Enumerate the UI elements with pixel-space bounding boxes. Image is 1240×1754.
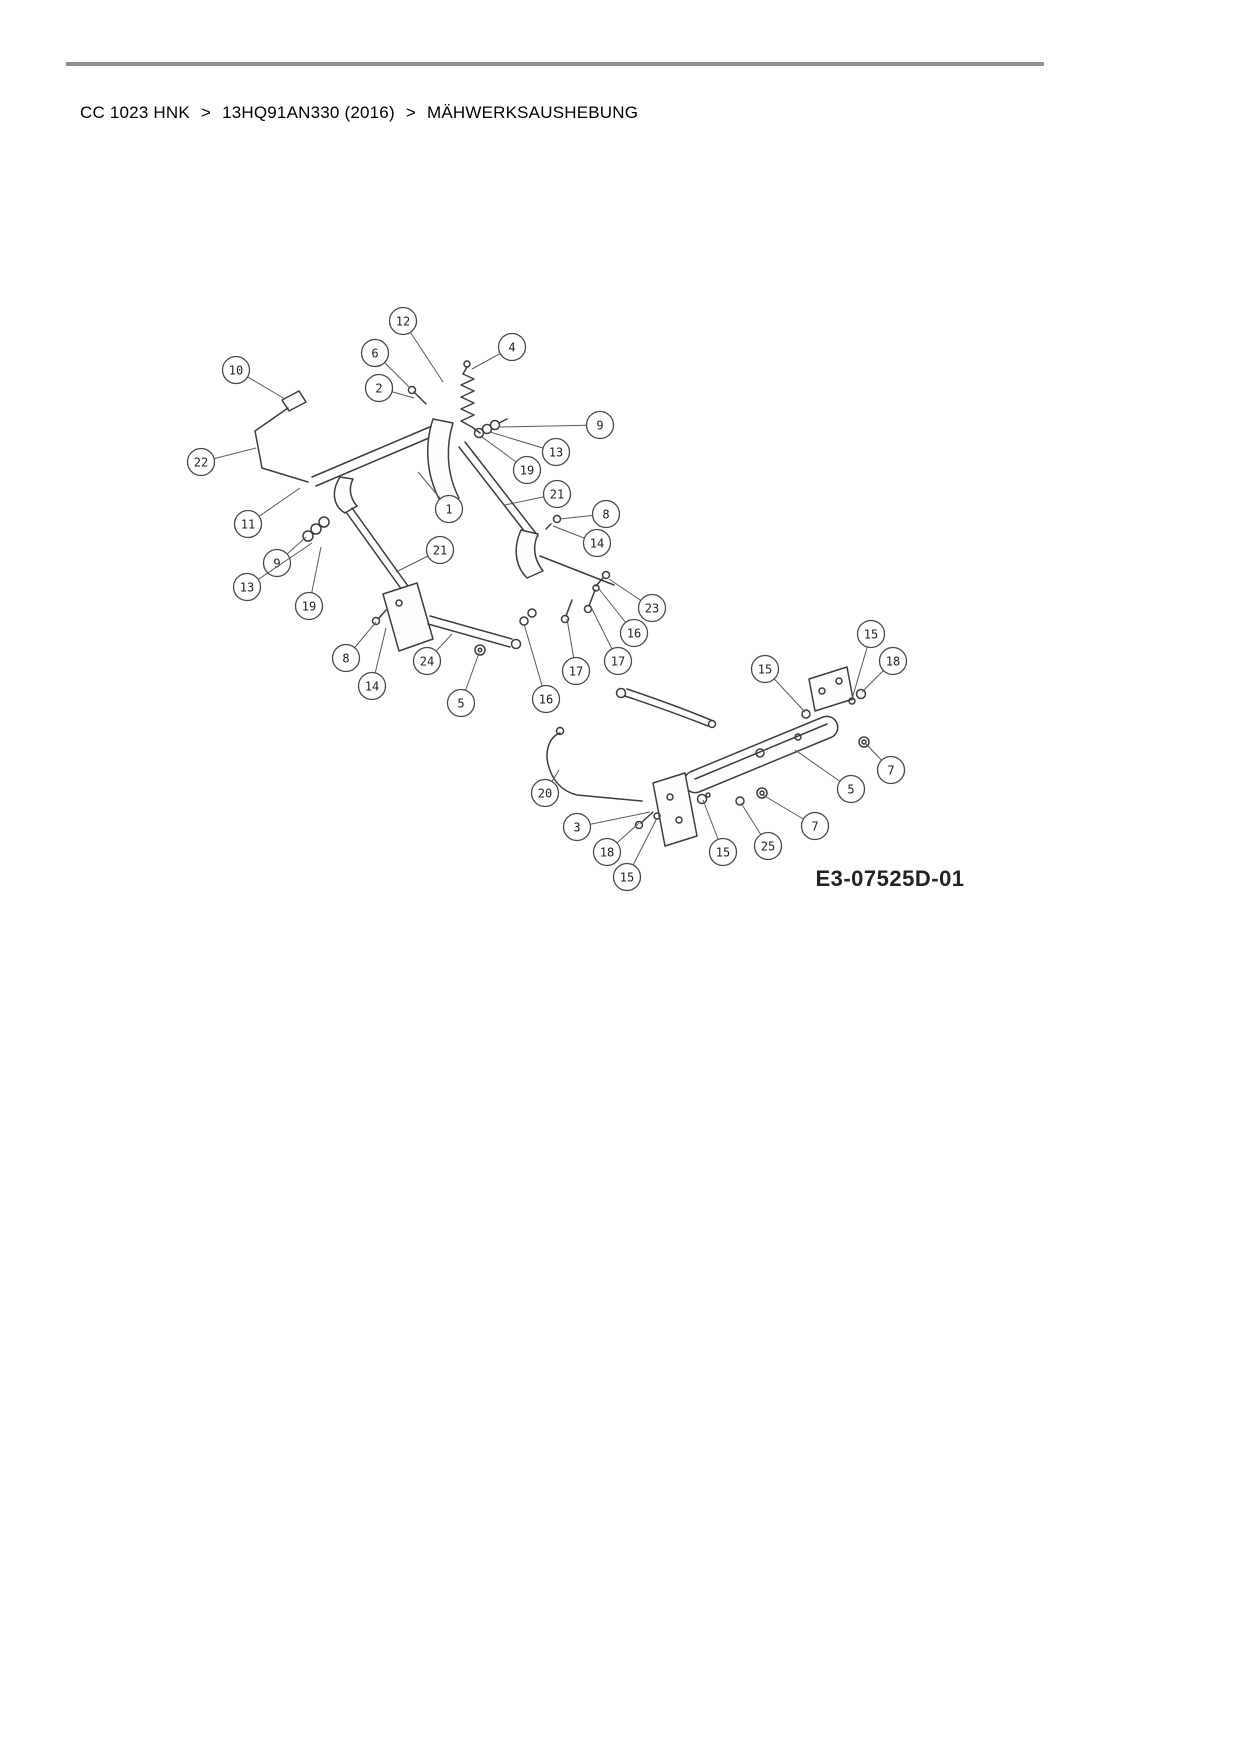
balloon-5: 5 (446, 652, 480, 718)
svg-text:20: 20 (538, 787, 552, 801)
balloon-17: 17 (561, 618, 591, 686)
balloon-7: 7 (865, 743, 906, 785)
breadcrumb-item-section[interactable]: MÄHWERKSAUSHEBUNG (426, 103, 639, 122)
balloon-8: 8 (331, 621, 377, 673)
breadcrumb: CC 1023 HNK >13HQ91AN330 (2016) > MÄHWERKSA… (80, 103, 638, 123)
svg-text:8: 8 (342, 652, 349, 666)
svg-text:8: 8 (602, 508, 609, 522)
svg-text:15: 15 (864, 628, 878, 642)
balloon-21: 21 (504, 479, 572, 509)
svg-text:10: 10 (229, 364, 243, 378)
svg-text:13: 13 (549, 446, 563, 460)
svg-text:17: 17 (569, 665, 583, 679)
balloon-7: 7 (762, 794, 830, 841)
balloon-4: 4 (471, 332, 527, 370)
svg-text:11: 11 (241, 518, 255, 532)
balloon-8: 8 (559, 499, 621, 529)
balloon-9: 9 (498, 410, 615, 440)
balloon-16: 16 (598, 588, 649, 648)
balloon-5: 5 (794, 749, 866, 804)
svg-text:7: 7 (811, 820, 818, 834)
svg-text:15: 15 (758, 663, 772, 677)
svg-text:4: 4 (508, 341, 515, 355)
balloon-2: 2 (364, 373, 415, 403)
svg-text:18: 18 (600, 846, 614, 860)
svg-text:14: 14 (590, 537, 604, 551)
svg-text:25: 25 (761, 840, 775, 854)
balloon-15: 15 (612, 817, 658, 892)
balloon-1: 1 (417, 471, 464, 524)
balloon-15: 15 (702, 799, 738, 867)
balloon-11: 11 (233, 487, 301, 539)
svg-text:18: 18 (886, 655, 900, 669)
breadcrumb-separator: > (405, 103, 416, 122)
balloon-14: 14 (357, 627, 387, 701)
diagram-artwork (254, 360, 870, 847)
svg-text:12: 12 (396, 315, 410, 329)
svg-text:15: 15 (620, 871, 634, 885)
balloon-10: 10 (221, 355, 286, 400)
diagram-code: E3-07525D-01 (815, 866, 964, 891)
balloon-13: 13 (489, 431, 571, 467)
balloon-16: 16 (523, 623, 561, 714)
balloon-18: 18 (592, 822, 640, 867)
balloon-22: 22 (186, 447, 257, 477)
svg-text:9: 9 (596, 419, 603, 433)
svg-text:17: 17 (611, 655, 625, 669)
svg-text:23: 23 (645, 602, 659, 616)
balloon-12: 12 (388, 306, 444, 383)
svg-text:5: 5 (847, 783, 854, 797)
top-divider (66, 62, 1044, 66)
balloon-17: 17 (590, 606, 633, 676)
balloon-19: 19 (294, 546, 324, 621)
balloon-20: 20 (530, 769, 560, 808)
svg-text:5: 5 (457, 697, 464, 711)
balloon-21: 21 (395, 535, 455, 573)
svg-text:21: 21 (550, 488, 564, 502)
breadcrumb-separator: > (200, 103, 212, 122)
svg-text:7: 7 (887, 764, 894, 778)
balloon-23: 23 (608, 578, 667, 623)
svg-text:21: 21 (433, 544, 447, 558)
balloon-13: 13 (232, 542, 313, 602)
balloon-15: 15 (750, 654, 806, 713)
svg-text:15: 15 (716, 846, 730, 860)
svg-text:2: 2 (375, 382, 382, 396)
balloon-19: 19 (481, 436, 542, 485)
svg-text:19: 19 (520, 464, 534, 478)
balloon-3: 3 (562, 811, 651, 842)
balloon-24: 24 (412, 633, 453, 676)
breadcrumb-item-variant[interactable]: 13HQ91AN330 (2016) (222, 103, 395, 122)
balloon-9: 9 (262, 536, 307, 578)
svg-text:24: 24 (420, 655, 434, 669)
balloon-15: 15 (851, 619, 886, 700)
svg-text:22: 22 (194, 456, 208, 470)
balloon-25: 25 (740, 802, 783, 861)
balloon-14: 14 (552, 525, 612, 558)
svg-text:16: 16 (627, 627, 641, 641)
svg-text:9: 9 (273, 557, 280, 571)
breadcrumb-item-model[interactable]: CC 1023 HNK (80, 103, 190, 122)
svg-text:6: 6 (371, 347, 378, 361)
svg-text:19: 19 (302, 600, 316, 614)
svg-text:1: 1 (445, 503, 452, 517)
svg-text:16: 16 (539, 693, 553, 707)
svg-text:13: 13 (240, 581, 254, 595)
balloon-18: 18 (861, 646, 908, 693)
svg-text:3: 3 (573, 821, 580, 835)
balloon-6: 6 (360, 338, 411, 389)
svg-text:14: 14 (365, 680, 379, 694)
